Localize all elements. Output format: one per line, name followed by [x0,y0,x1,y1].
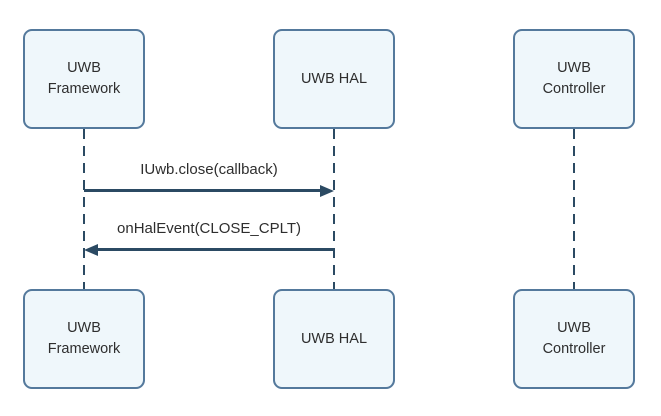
actor-box-uwb-controller-bottom: UWB Controller [513,289,635,389]
actor-label-uwb-controller: UWB Controller [542,60,606,97]
actor-box-uwb-framework-bottom: UWB Framework [23,289,145,389]
actor-label-uwb-hal: UWB HAL [300,70,368,87]
actor-label-uwb-framework: UWB Framework [47,320,121,357]
message-label-onhalevent: onHalEvent(CLOSE_CPLT) [117,220,301,237]
lifeline-uwb-controller [573,129,575,289]
arrowhead-left-icon [84,243,98,256]
lifeline-uwb-hal [333,129,335,289]
actor-label-uwb-controller: UWB Controller [542,320,606,357]
actor-box-uwb-controller-top: UWB Controller [513,29,635,129]
actor-label-uwb-hal: UWB HAL [300,330,368,347]
message-line-onhalevent [97,248,334,251]
actor-box-uwb-hal-top: UWB HAL [273,29,395,129]
lifeline-uwb-framework [83,129,85,289]
arrowhead-right-icon [320,184,334,197]
actor-label-uwb-framework: UWB Framework [47,60,121,97]
actor-box-uwb-hal-bottom: UWB HAL [273,289,395,389]
message-label-iuwb-close: IUwb.close(callback) [140,161,278,178]
actor-box-uwb-framework-top: UWB Framework [23,29,145,129]
message-line-iuwb-close [84,189,321,192]
